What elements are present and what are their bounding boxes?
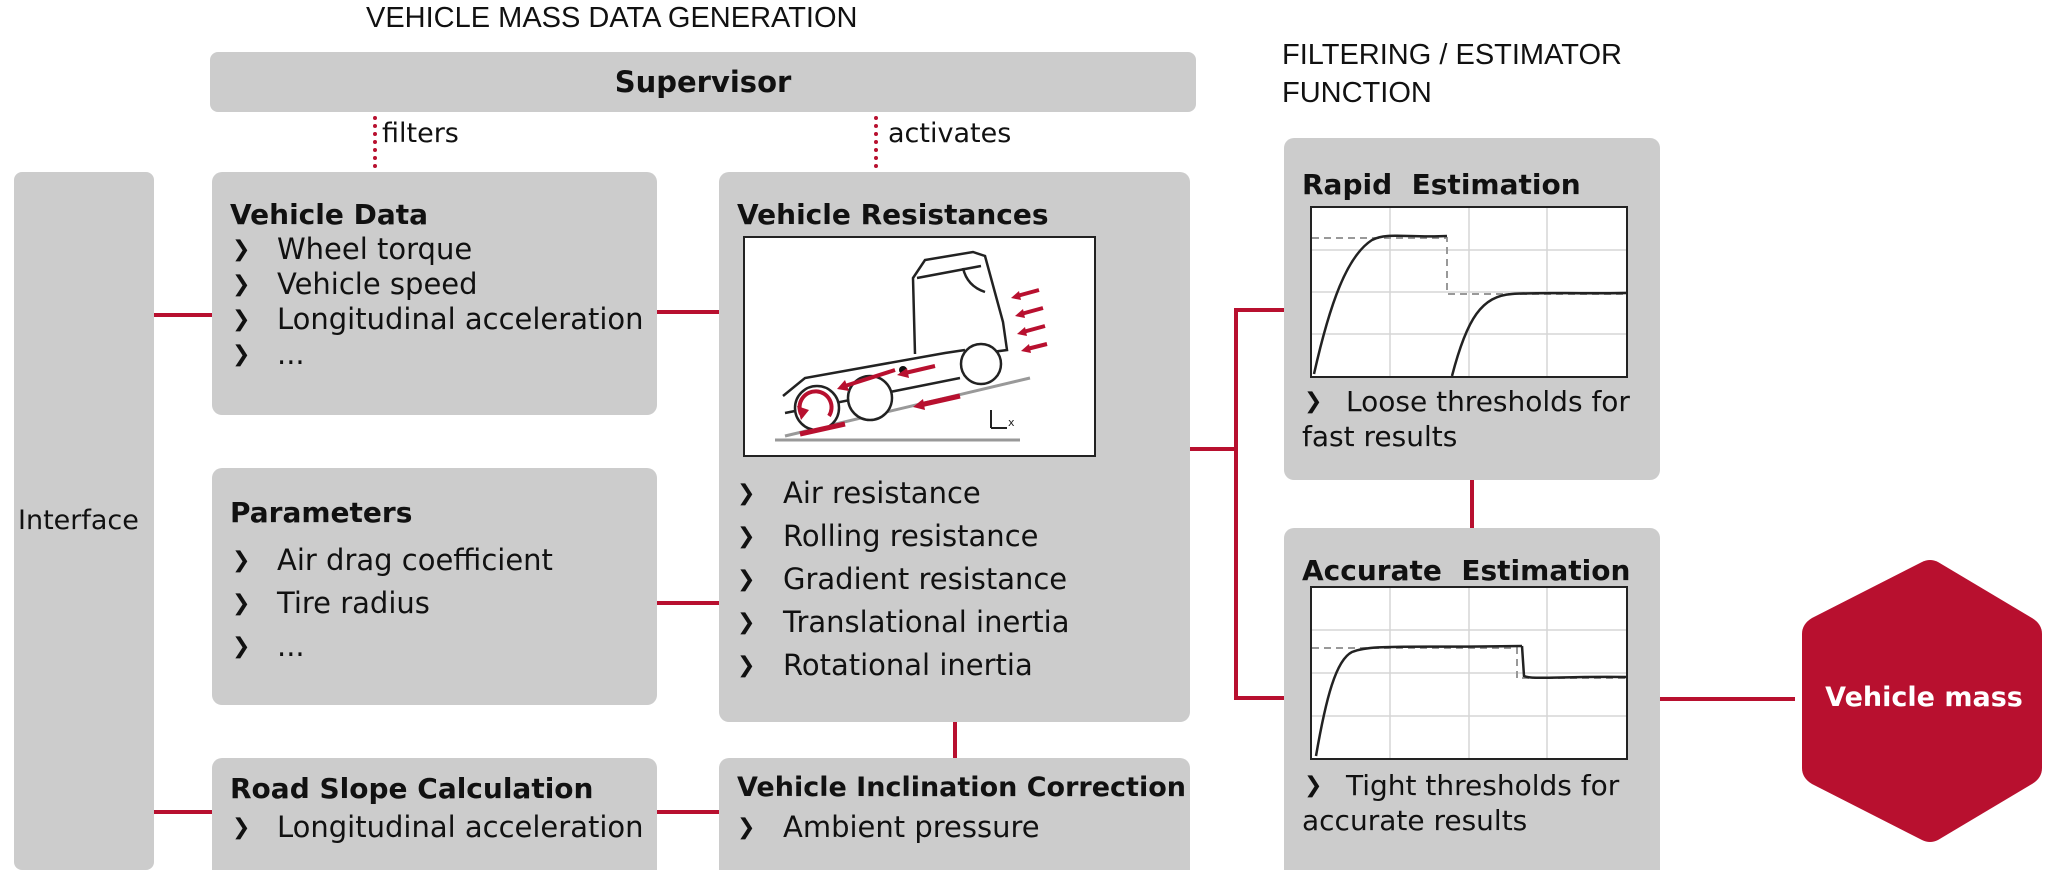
road-slope-title: Road Slope Calculation (230, 772, 594, 805)
accurate-estimation-desc: ❯ Tight thresholds for accurate results (1302, 769, 1620, 837)
accurate-estimation-title: Accurate Estimation (1302, 554, 1631, 587)
rapid-estimation-desc: ❯ Loose thresholds for fast results (1302, 385, 1630, 453)
chevron-right-icon: ❯ (737, 653, 756, 678)
chevron-right-icon: ❯ (737, 610, 756, 635)
filtering-heading: FILTERING / ESTIMATOR FUNCTION (1282, 39, 1622, 109)
connector-resistances-bus (1190, 447, 1236, 451)
connector-interface-vehicle-data (154, 313, 212, 317)
vehicle-mass-output: Vehicle mass (1796, 556, 2048, 846)
chevron-right-icon: ❯ (232, 548, 251, 573)
chevron-right-icon: ❯ (232, 342, 251, 367)
chevron-right-icon: ❯ (1304, 773, 1323, 798)
rapid-estimation-box: Rapid Estimation ❯ Loose thresholds for … (1284, 138, 1660, 480)
rapid-estimation-title: Rapid Estimation (1302, 168, 1581, 201)
connector-resistances-inclination (953, 722, 957, 758)
chevron-right-icon: ❯ (232, 272, 251, 297)
road-slope-box: Road Slope Calculation ❯Longitudinal acc… (212, 758, 657, 870)
truck-illustration: x (743, 236, 1096, 457)
connector-interface-road-slope (154, 810, 212, 814)
connector-accurate-output (1657, 697, 1795, 701)
chevron-right-icon: ❯ (232, 591, 251, 616)
supervisor-box: Supervisor (210, 52, 1196, 112)
chevron-right-icon: ❯ (737, 524, 756, 549)
activates-dotted-line (874, 116, 878, 168)
inclination-title: Vehicle Inclination Correction (737, 772, 1186, 803)
vehicle-mass-label: Vehicle mass (1825, 682, 2023, 713)
interface-box: Interface (14, 172, 154, 870)
connector-rapid-accurate (1470, 480, 1474, 528)
chevron-right-icon: ❯ (232, 237, 251, 262)
chevron-right-icon: ❯ (737, 815, 756, 840)
connector-road-slope-inclination (657, 810, 719, 814)
accurate-estimation-chart (1310, 586, 1628, 760)
vehicle-data-box: Vehicle Data ❯Wheel torque ❯Vehicle spee… (212, 172, 657, 415)
vehicle-resistances-box: Vehicle Resistances (719, 172, 1190, 722)
vehicle-resistances-title: Vehicle Resistances (737, 198, 1049, 231)
chevron-right-icon: ❯ (737, 567, 756, 592)
rapid-estimation-chart (1310, 206, 1628, 378)
connector-bus-rapid (1234, 308, 1284, 312)
chevron-right-icon: ❯ (232, 307, 251, 332)
interface-label: Interface (18, 505, 139, 536)
connector-bus-vertical (1234, 308, 1238, 700)
axis-x-label: x (1008, 416, 1015, 429)
chevron-right-icon: ❯ (232, 815, 251, 840)
inclination-box: Vehicle Inclination Correction ❯Ambient … (719, 758, 1190, 870)
connector-bus-accurate (1234, 696, 1284, 700)
supervisor-label: Supervisor (614, 65, 792, 99)
truck-on-slope-illustration: x (775, 250, 1048, 442)
parameters-box: Parameters ❯Air drag coefficient ❯Tire r… (212, 468, 657, 705)
generation-heading: VEHICLE MASS DATA GENERATION (366, 2, 858, 34)
connector-vehicle-data-resistances (657, 310, 719, 314)
chevron-right-icon: ❯ (232, 634, 251, 659)
activates-label: activates (888, 118, 1012, 149)
filters-dotted-line (373, 116, 377, 168)
accurate-estimation-box: Accurate Estimation ❯ Tight thresholds f… (1284, 528, 1660, 870)
vehicle-data-title: Vehicle Data (230, 198, 429, 231)
chevron-right-icon: ❯ (1304, 389, 1323, 414)
filters-label: filters (382, 118, 459, 149)
connector-parameters-resistances (657, 601, 719, 605)
parameters-title: Parameters (230, 496, 413, 529)
chevron-right-icon: ❯ (737, 481, 756, 506)
